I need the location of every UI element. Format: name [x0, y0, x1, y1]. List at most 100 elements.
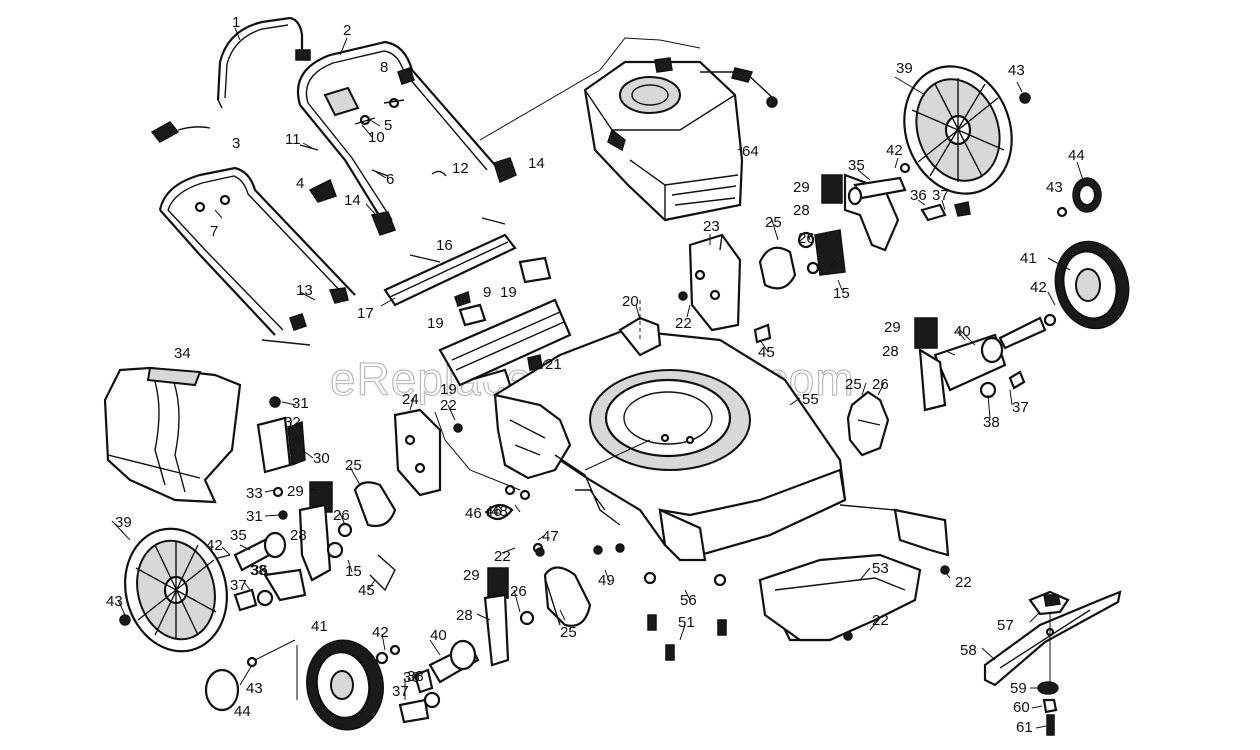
callout-36-c: 36 — [403, 669, 420, 686]
callout-37-d: 37 — [392, 683, 409, 700]
wheel-part-39-right — [903, 65, 1013, 195]
callout-22-d: 22 — [955, 574, 972, 591]
height-adjuster-right-upper — [758, 92, 1068, 290]
callout-53: 53 — [872, 560, 889, 577]
callout-19-a: 19 — [500, 284, 517, 301]
callout-7: 7 — [210, 223, 218, 240]
callout-56: 56 — [680, 592, 697, 609]
callout-34: 34 — [174, 345, 191, 362]
callout-32: 32 — [284, 414, 301, 431]
callout-4: 4 — [296, 175, 304, 192]
callout-labels: 1 2 3 4 5 6 7 8 9 10 11 12 13 14 14 15 1… — [106, 14, 1085, 736]
callout-45-b: 45 — [358, 582, 375, 599]
deck-part-55 — [493, 316, 847, 562]
callout-42-a: 42 — [886, 142, 903, 159]
height-adjuster-right-lower — [753, 313, 1057, 457]
handle-part-3 — [158, 166, 356, 346]
callout-29-c: 29 — [287, 483, 304, 500]
callout-33: 33 — [246, 485, 263, 502]
callout-49: 49 — [598, 572, 615, 589]
callout-39-b: 39 — [115, 514, 132, 531]
bolt-parts — [299, 67, 517, 203]
callout-57: 57 — [997, 617, 1014, 634]
grass-bag-part-34 — [103, 366, 242, 504]
callout-11: 11 — [285, 131, 301, 148]
callout-43-c: 43 — [106, 593, 123, 610]
callout-16: 16 — [436, 237, 453, 254]
lower-handle-part-2 — [296, 40, 496, 236]
callout-59: 59 — [1010, 680, 1027, 697]
cable-connector — [150, 121, 211, 143]
callout-25-b: 25 — [845, 376, 862, 393]
blade-adapter-part-57 — [1028, 590, 1070, 616]
callout-5: 5 — [384, 117, 392, 134]
callout-2: 2 — [343, 22, 351, 39]
misc-fasteners — [409, 217, 727, 661]
callout-15-a: 15 — [833, 285, 850, 302]
leader-lines — [111, 27, 1084, 729]
callout-37-b: 37 — [1012, 399, 1029, 416]
callout-17: 17 — [357, 305, 374, 322]
callout-28-a: 28 — [793, 202, 810, 219]
callout-31-b: 31 — [246, 508, 263, 525]
callout-44-a: 44 — [1068, 147, 1085, 164]
wheel-bracket-part-23 — [678, 233, 742, 332]
callout-48: 48 — [491, 503, 508, 520]
callout-36-a: 36 — [910, 187, 927, 204]
callout-58: 58 — [960, 642, 977, 659]
callout-29-a: 29 — [793, 179, 810, 196]
callout-22-e: 22 — [872, 612, 889, 629]
callout-19-b: 19 — [427, 315, 444, 332]
callout-37-c: 37 — [230, 577, 247, 594]
hubcap-part-44-right — [1072, 177, 1102, 213]
callout-43-b: 43 — [1046, 179, 1063, 196]
callout-10: 10 — [368, 129, 385, 146]
callout-22-b: 22 — [440, 397, 457, 414]
engine-part-64 — [583, 57, 778, 222]
callout-38-c: 38 — [407, 668, 424, 685]
callout-39-a: 39 — [896, 60, 913, 77]
callout-64: 64 — [742, 143, 759, 160]
callout-24: 24 — [402, 391, 419, 408]
callout-29-d: 29 — [463, 567, 480, 584]
mulch-plate-part-53 — [758, 504, 950, 642]
engine-guide-line — [479, 37, 701, 141]
callout-40-b: 40 — [430, 627, 447, 644]
callout-42-d: 42 — [372, 624, 389, 641]
callout-26-b: 26 — [872, 376, 889, 393]
callout-31-a: 31 — [292, 395, 309, 412]
callout-13: 13 — [296, 282, 313, 299]
callout-29-b: 29 — [884, 319, 901, 336]
callout-44-b: 44 — [234, 703, 251, 720]
callout-60: 60 — [1013, 699, 1030, 716]
callout-42-c: 42 — [206, 537, 223, 554]
callout-28-c: 28 — [290, 527, 307, 544]
callout-35-a: 35 — [848, 157, 865, 174]
callout-26-a: 26 — [798, 230, 815, 247]
callout-14-b: 14 — [344, 192, 361, 209]
height-adjuster-left — [209, 481, 397, 612]
callout-9: 9 — [483, 284, 491, 301]
height-adjuster-lower-center — [483, 542, 592, 667]
callout-12: 12 — [452, 160, 469, 177]
callout-35-b: 35 — [230, 527, 247, 544]
callout-20: 20 — [622, 293, 639, 310]
callout-1: 1 — [232, 14, 240, 31]
callout-3: 3 — [232, 135, 240, 152]
callout-47: 47 — [542, 528, 559, 545]
callout-46-a: 46 — [465, 505, 482, 522]
callout-43-d: 43 — [246, 680, 263, 697]
callout-25-c: 25 — [345, 457, 362, 474]
callout-41-b: 41 — [311, 618, 328, 635]
callout-55: 55 — [802, 391, 819, 408]
callout-21: 21 — [545, 356, 562, 373]
callout-30: 30 — [313, 450, 330, 467]
callout-14-a: 14 — [528, 155, 545, 172]
upper-handle-part-1 — [216, 16, 311, 109]
callout-61: 61 — [1016, 719, 1033, 736]
callout-38-b: 38 — [250, 562, 267, 579]
callout-40-a: 40 — [954, 323, 971, 340]
callout-15-b: 15 — [345, 563, 362, 580]
rear-door-hinge-part-16 — [383, 233, 572, 387]
